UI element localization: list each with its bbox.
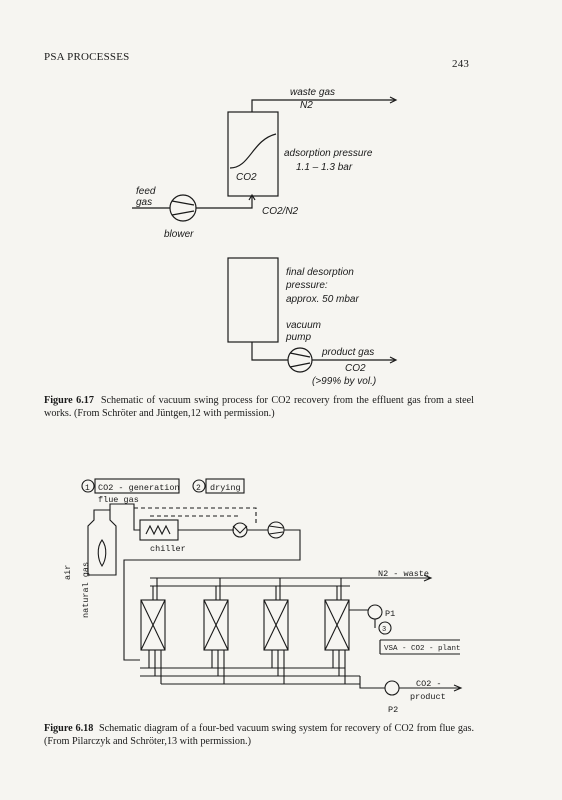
blower-label: blower <box>164 229 194 240</box>
step1-circle <box>81 479 95 493</box>
figure-6-18-diagram: 1 CO2 - generation 2 drying flue gas chi… <box>63 478 463 715</box>
feed-header-line <box>123 529 301 661</box>
approx-label: approx. 50 mbar <box>286 294 359 305</box>
n2-waste-arrow <box>423 574 433 582</box>
bed-4-cross <box>324 599 350 651</box>
co2-product-arrow <box>453 684 463 692</box>
final-desorption-label: final desorption <box>286 267 354 278</box>
step3-circle <box>378 621 392 635</box>
pump-label: pump <box>285 332 311 343</box>
bed-3-cross <box>263 599 289 651</box>
chiller-coil <box>145 524 171 536</box>
flue-gas-label: flue gas <box>98 495 139 505</box>
to-chiller-line <box>133 508 140 531</box>
burner-shell <box>87 509 117 576</box>
adsorption-pressure-label: adsorption pressure <box>284 148 373 159</box>
bed-2-cross <box>203 599 229 651</box>
vacuum-pump-symbol <box>287 347 313 373</box>
blower-inner <box>171 200 195 216</box>
co2-product-label: CO2 <box>345 363 366 374</box>
adsorption-front <box>229 133 277 169</box>
p1-pump-symbol <box>367 604 383 620</box>
gas-label: gas <box>136 197 152 208</box>
natural-gas-label: natural gas <box>81 562 91 618</box>
flue-gas-duct <box>109 503 135 510</box>
chiller-label: chiller <box>150 544 186 554</box>
heat-exchanger-symbol <box>232 522 248 538</box>
to-pump-line <box>251 342 288 361</box>
waste-gas-line <box>251 99 395 112</box>
step1-label: CO2 - generation <box>98 483 180 493</box>
vsa-plant-label: VSA - CO2 - plant <box>384 645 461 653</box>
bed-1-bottom <box>148 650 162 684</box>
step2-box <box>205 478 245 494</box>
waste-gas-arrow <box>389 96 398 104</box>
adsorption-range-label: 1.1 – 1.3 bar <box>296 162 353 173</box>
figure-6-18-caption: Figure 6.18 Schematic diagram of a four-… <box>44 722 474 748</box>
desorption-column <box>227 257 279 343</box>
bed-top-risers <box>152 586 338 600</box>
figure-6-17-caption-label: Figure 6.17 <box>44 395 94 406</box>
p2-pump-symbol <box>384 680 400 696</box>
adsorption-column <box>227 111 279 197</box>
figure-6-18-caption-text: Schematic diagram of a four-bed vacuum s… <box>44 723 474 747</box>
step2-label: drying <box>210 483 241 493</box>
co2-product-label-1: CO2 - <box>416 679 442 689</box>
bypass-dashed-line <box>134 507 257 526</box>
figure-6-18-caption-label: Figure 6.18 <box>44 723 94 734</box>
figure-6-17-diagram: waste gas N2 adsorption pressure 1.1 – 1… <box>132 87 398 387</box>
step2-circle <box>192 479 206 493</box>
vacuum-pump-inner <box>289 352 311 368</box>
n2-label: N2 <box>300 100 313 111</box>
figure-6-17-caption-text: Schematic of vacuum swing process for CO… <box>44 395 474 419</box>
feed-blower-inner <box>268 525 284 535</box>
feed-label: feed <box>136 186 156 197</box>
co2-bed-label: CO2 <box>236 172 257 183</box>
bed-3-bottom <box>271 650 285 684</box>
vacuum-label: vacuum <box>286 320 321 331</box>
p1-label: P1 <box>385 609 395 619</box>
co2-n2-label: CO2/N2 <box>262 206 299 217</box>
chiller-box <box>139 519 179 541</box>
step1-number: 1 <box>85 484 90 493</box>
bed-2-bottom <box>211 650 225 684</box>
product-gas-arrow <box>389 356 398 364</box>
flame-icon <box>97 539 107 567</box>
step1-box <box>94 478 180 494</box>
p2-label: P2 <box>388 705 398 715</box>
purity-label: (>99% by vol.) <box>312 376 376 387</box>
bed-4-bottom <box>332 650 346 684</box>
to-p2-line <box>359 676 385 689</box>
vsa-plant-box <box>379 639 460 655</box>
heat-exchanger-inner <box>232 525 248 534</box>
blower-symbol <box>169 194 197 222</box>
co2-product-label-2: product <box>410 692 446 702</box>
feed-arrow <box>248 193 256 201</box>
step3-number: 3 <box>382 626 386 634</box>
step2-number: 2 <box>196 484 201 493</box>
air-label: air <box>63 565 73 580</box>
page-number: 243 <box>452 58 470 70</box>
n2-waste-label: N2 - waste <box>378 569 429 579</box>
bed-1-cross <box>140 599 166 651</box>
feed-blower-symbol <box>267 521 285 539</box>
pressure-label: pressure: <box>285 280 328 291</box>
waste-gas-label: waste gas <box>290 87 335 98</box>
bed-top-risers-2 <box>156 578 342 600</box>
running-header: PSA PROCESSES <box>44 51 130 63</box>
product-gas-label: product gas <box>321 347 374 358</box>
figure-6-17-caption: Figure 6.17 Schematic of vacuum swing pr… <box>44 394 474 420</box>
feed-to-column-line <box>196 196 253 209</box>
